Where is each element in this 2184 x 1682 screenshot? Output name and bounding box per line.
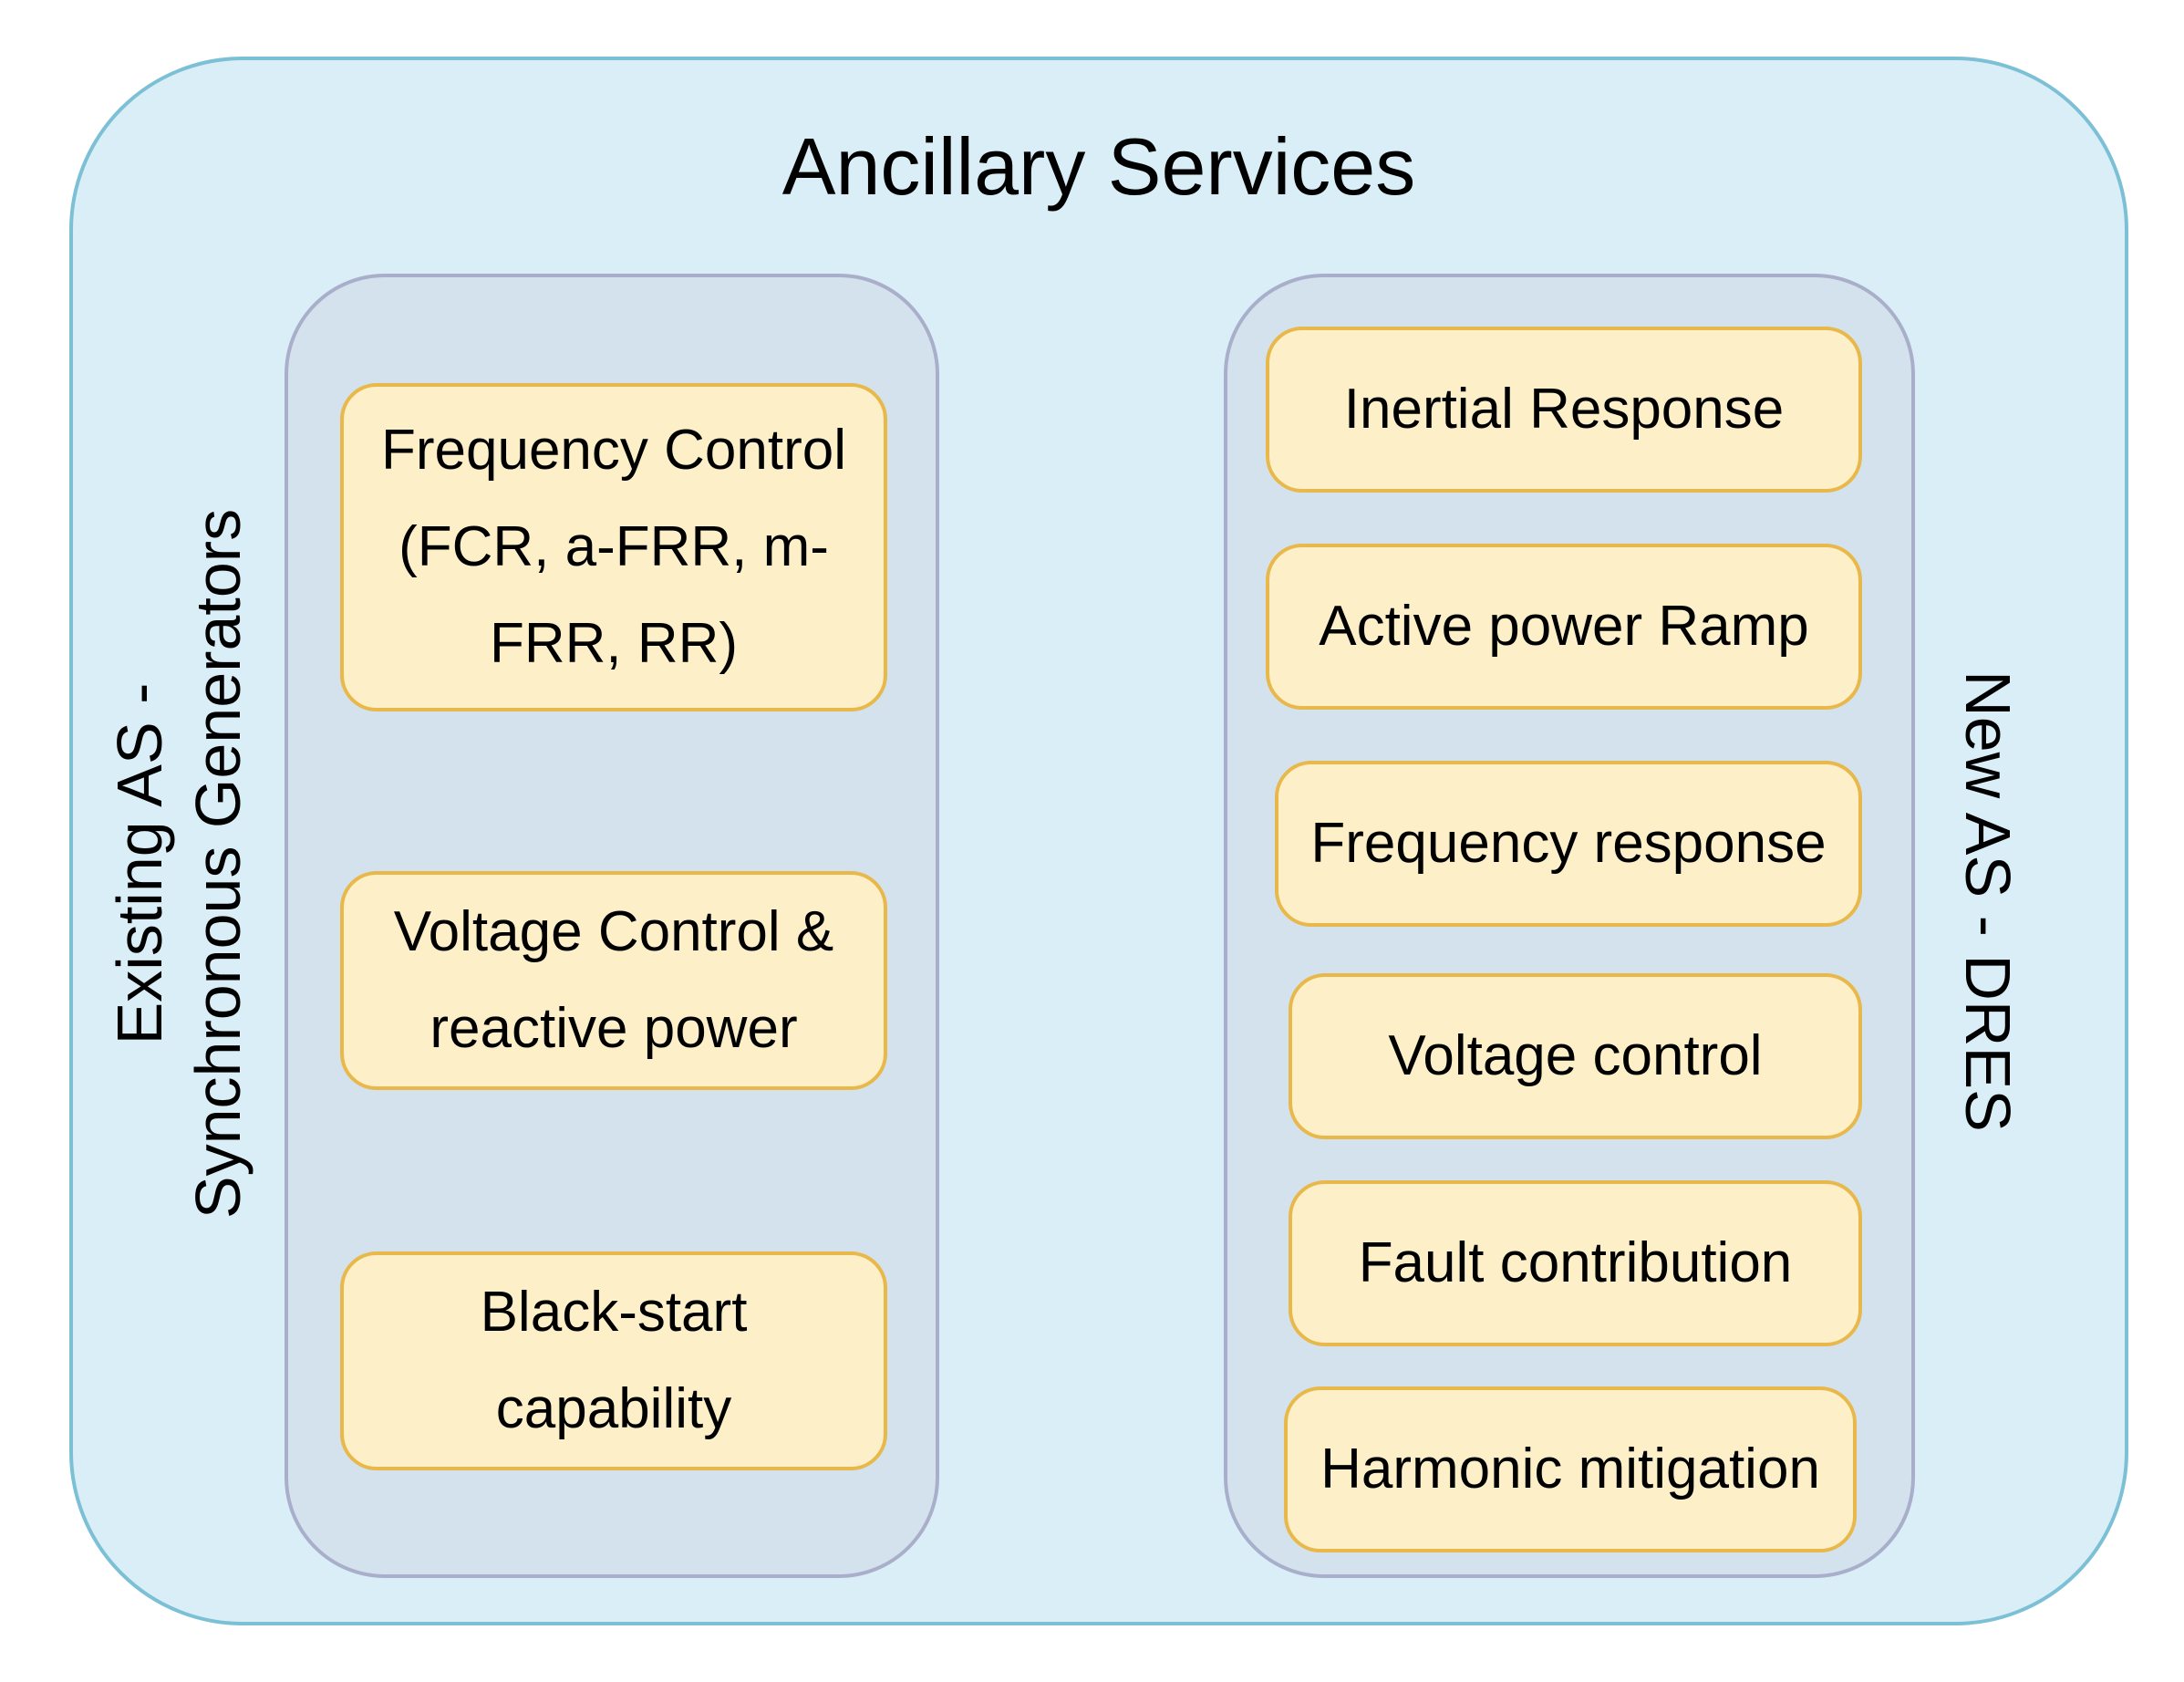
black-start-capability-text: Black-start capability xyxy=(481,1264,748,1458)
box-line: capability xyxy=(495,1377,732,1440)
active-power-ramp-text: Active power Ramp xyxy=(1319,595,1809,658)
box-line: (FCR, a-FRR, m- xyxy=(399,515,829,578)
harmonic-mitigation-text: Harmonic mitigation xyxy=(1320,1438,1820,1500)
inertial-response-text: Inertial Response xyxy=(1343,378,1785,441)
frequency-response-box: Frequency response xyxy=(1275,761,1862,927)
voltage-control-text: Voltage control xyxy=(1388,1024,1763,1087)
box-line: reactive power xyxy=(430,997,798,1060)
box-line: Voltage Control & xyxy=(393,900,834,963)
inertial-response-box: Inertial Response xyxy=(1266,327,1862,493)
frequency-control-text: Frequency Control (FCR, a-FRR, m- FRR, R… xyxy=(381,402,846,692)
box-line: Frequency Control xyxy=(380,419,847,482)
new-as-label: New AS - DRES xyxy=(1949,628,2027,1175)
box-line: FRR, RR) xyxy=(489,612,739,675)
frequency-response-text: Frequency response xyxy=(1310,812,1827,875)
existing-as-label-line-1: Existing AS - xyxy=(104,682,175,1045)
existing-as-label-line-2: Synchronous Generators xyxy=(182,508,254,1220)
voltage-control-reactive-power-text: Voltage Control & reactive power xyxy=(394,884,834,1077)
fault-contribution-text: Fault contribution xyxy=(1358,1231,1793,1294)
fault-contribution-box: Fault contribution xyxy=(1289,1180,1862,1346)
existing-as-label: Existing AS - Synchronous Generators xyxy=(100,499,257,1229)
harmonic-mitigation-box: Harmonic mitigation xyxy=(1284,1386,1857,1552)
new-as-label-text: New AS - DRES xyxy=(1952,670,2024,1132)
active-power-ramp-box: Active power Ramp xyxy=(1266,544,1862,710)
diagram-title: Ancillary Services xyxy=(781,121,1416,212)
voltage-control-reactive-power-box: Voltage Control & reactive power xyxy=(340,871,887,1090)
voltage-control-box: Voltage control xyxy=(1289,973,1862,1139)
frequency-control-box: Frequency Control (FCR, a-FRR, m- FRR, R… xyxy=(340,383,887,711)
black-start-capability-box: Black-start capability xyxy=(340,1251,887,1470)
box-line: Black-start xyxy=(480,1281,748,1344)
